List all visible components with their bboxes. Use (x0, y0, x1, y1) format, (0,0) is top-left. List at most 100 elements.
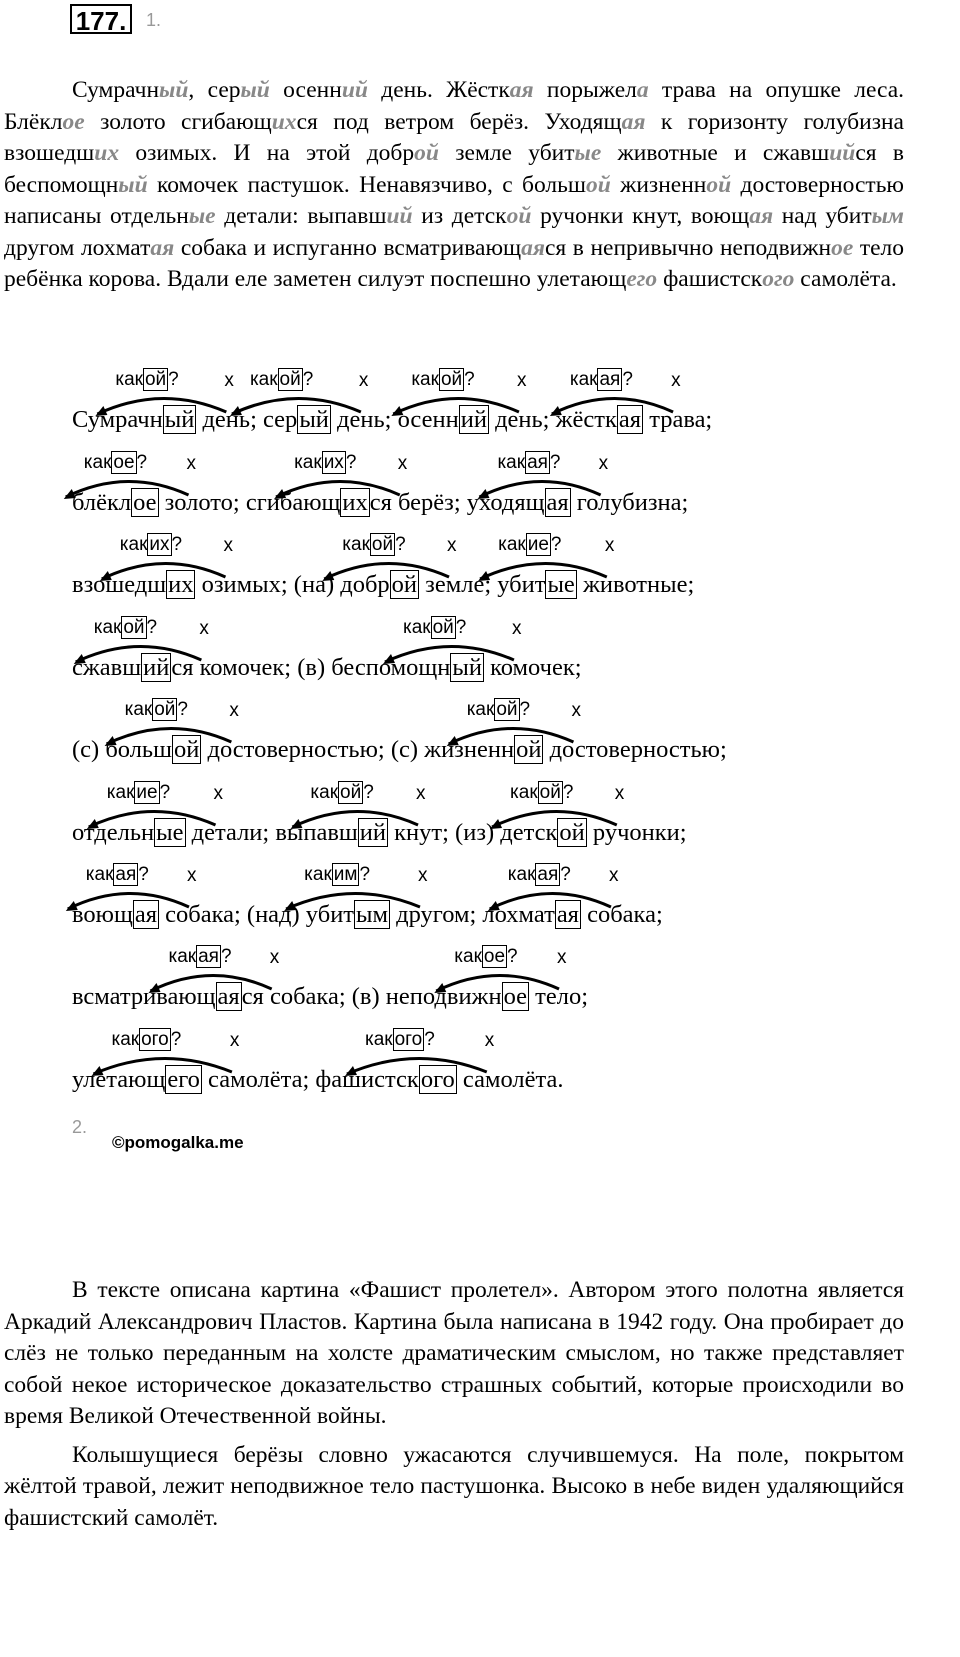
dependency-arc (291, 810, 419, 829)
dependency-arc (101, 562, 227, 581)
analysis-line: взошедших озимых; (на) доброй земле; уби… (72, 570, 695, 599)
analysis-line: улетающего самолёта; фашистского самолёт… (72, 1065, 564, 1094)
analysis-line: отдельные детали; выпавший кнут; (из) де… (72, 818, 687, 847)
x-mark: x (447, 535, 457, 556)
x-mark: x (397, 453, 408, 474)
ending-box: его (165, 1065, 202, 1094)
arrow-head (104, 736, 117, 746)
dependency-arc (323, 562, 450, 581)
arrow-head (391, 406, 404, 416)
ending: ой (706, 171, 732, 198)
dependency-arc (67, 892, 190, 911)
x-mark: x (671, 370, 681, 391)
arrow-head (478, 571, 491, 581)
dependency-arc (479, 562, 608, 581)
arrow-head (148, 983, 161, 993)
ending: а (636, 77, 649, 103)
ending: ий (829, 140, 856, 166)
dependency-arc (392, 397, 520, 416)
dependency-arc (88, 810, 217, 829)
ending-box: ой (171, 735, 202, 764)
ending-box: ая (544, 488, 571, 517)
ending: ые (574, 140, 602, 166)
arrow-head (63, 489, 76, 499)
arrow-head (290, 819, 303, 829)
x-mark: x (229, 700, 239, 721)
dependency-arc (65, 480, 190, 499)
x-mark: x (571, 700, 581, 721)
ending-box: ий (357, 818, 389, 847)
paragraph-2: В тексте описана картина «Фашист пролете… (4, 1275, 904, 1534)
x-mark: x (516, 370, 527, 391)
x-mark: x (484, 1030, 495, 1051)
paragraph-2b: Колышущиеся берёзы словно ужасаются случ… (4, 1441, 904, 1531)
ending-box: ого (418, 1065, 457, 1094)
dependency-arc (478, 480, 602, 499)
x-mark: x (604, 535, 615, 556)
task-2-label: 2. (72, 1117, 88, 1137)
ending: ой (414, 140, 439, 166)
x-mark: x (416, 783, 426, 804)
x-mark: x (557, 947, 567, 968)
analysis-line: воющая собака; (над) убитым другом; лохм… (72, 900, 663, 929)
ending-box: ий (458, 405, 489, 434)
ending: ый (240, 77, 270, 103)
x-mark: x (229, 1030, 240, 1051)
ending-box: ий (141, 653, 172, 682)
ending: ым (871, 203, 905, 229)
arrow-head (86, 819, 99, 829)
x-mark: x (358, 370, 369, 391)
arrow-head (446, 736, 459, 746)
dependency-arc (285, 892, 421, 911)
arrow-head (549, 406, 562, 416)
ending: их (271, 108, 297, 135)
analysis-line: всматривающаяся собака; (в) неподвижное … (72, 982, 589, 1011)
dependency-arc (92, 1057, 233, 1076)
x-mark: x (598, 453, 609, 474)
arrow-head (382, 654, 395, 664)
dependency-arc (491, 810, 618, 829)
x-mark: x (608, 865, 619, 886)
arrow-head (65, 901, 78, 911)
ending-box: ой (389, 570, 420, 599)
paragraph-1-text: Сумрачный, серый осенний день. Жёсткая п… (4, 77, 905, 292)
ending-box: ой (557, 818, 587, 847)
arrow-head (229, 406, 242, 416)
ending: ое (831, 234, 854, 261)
ending: ой (506, 203, 532, 229)
arrow-head (95, 406, 108, 416)
dependency-arc (105, 727, 232, 746)
ending: ые (188, 203, 216, 229)
dependency-arc (346, 1057, 488, 1076)
ending: ая (509, 77, 534, 103)
dependency-arc (489, 892, 612, 911)
x-mark: x (614, 783, 625, 804)
ending: ая (150, 234, 175, 261)
ending-box: ой (514, 735, 544, 764)
ending-box: ая (616, 405, 644, 434)
dependency-arc (275, 480, 401, 499)
ending-box: ое (501, 982, 530, 1011)
x-mark: x (511, 618, 522, 639)
arrow-head (322, 571, 335, 581)
dependency-arc (384, 645, 515, 664)
arrow-head (477, 489, 490, 499)
ending-box: ые (545, 570, 577, 599)
arrow-head (274, 489, 287, 499)
x-mark: x (199, 618, 209, 639)
